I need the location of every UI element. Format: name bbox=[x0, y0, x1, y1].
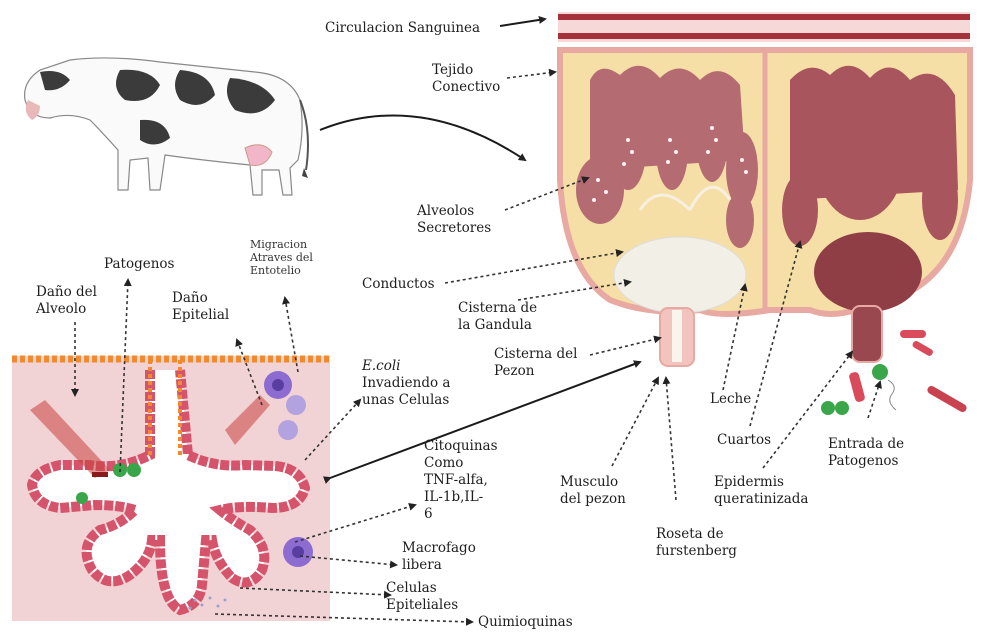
alveolus-detail bbox=[12, 356, 330, 621]
label-conductos: Conductos bbox=[362, 276, 435, 293]
label-leche: Leche bbox=[710, 391, 751, 408]
circulacion-arrow bbox=[500, 19, 545, 26]
udder-cross-section bbox=[558, 12, 970, 415]
cow-to-udder-arrow bbox=[320, 115, 525, 160]
pathogen-cluster bbox=[821, 330, 968, 415]
label-quimioquinas: Quimioquinas bbox=[478, 614, 573, 631]
label-cuartos: Cuartos bbox=[717, 432, 771, 449]
label-patogenos: Patogenos bbox=[104, 256, 174, 273]
cow-illustration bbox=[25, 58, 308, 195]
label-circulacion-sanguinea: Circulacion Sanguinea bbox=[325, 20, 480, 37]
ecoli-species-name: E.coli bbox=[362, 358, 400, 374]
